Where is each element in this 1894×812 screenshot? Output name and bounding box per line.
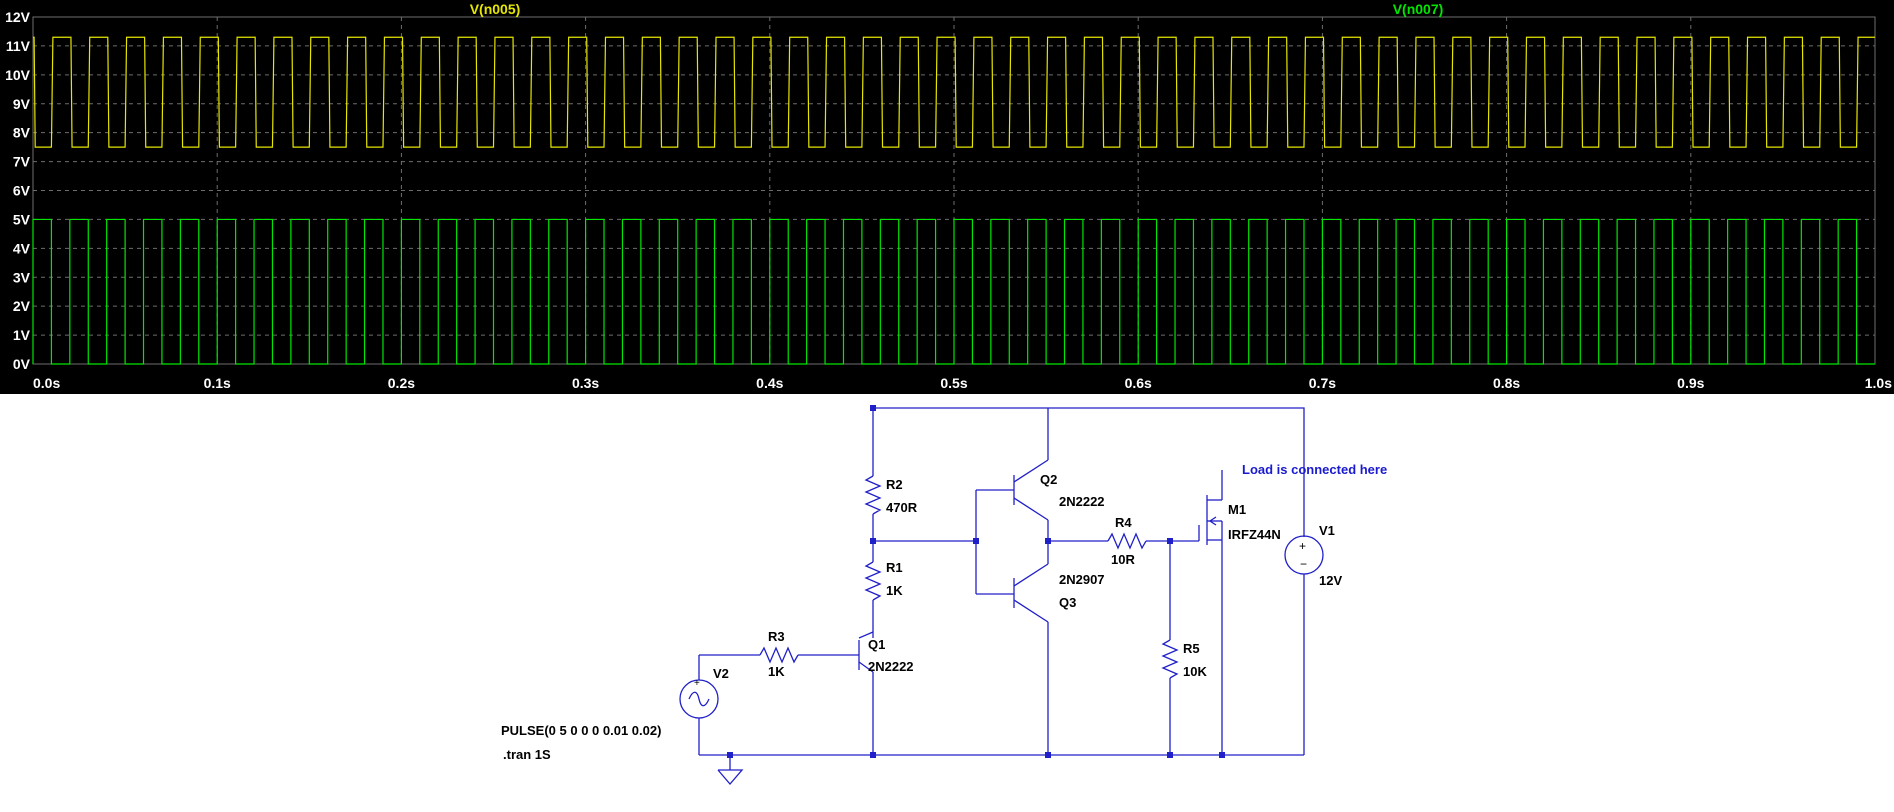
label-r1-name: R1 bbox=[886, 560, 903, 575]
label-r1-value: 1K bbox=[886, 583, 903, 598]
y-tick-label: 9V bbox=[13, 96, 31, 112]
x-tick-label: 0.1s bbox=[204, 375, 231, 391]
trace-label-v-n007[interactable]: V(n007) bbox=[1393, 1, 1444, 17]
label-v1-value: 12V bbox=[1319, 573, 1342, 588]
y-tick-label: 1V bbox=[13, 327, 31, 343]
y-tick-label: 8V bbox=[13, 125, 31, 141]
x-tick-label: 0.5s bbox=[940, 375, 967, 391]
resistor-r5 bbox=[1161, 639, 1179, 679]
label-r5-value: 10K bbox=[1183, 664, 1207, 679]
resistor-r4 bbox=[1107, 532, 1147, 550]
label-r4-name: R4 bbox=[1115, 515, 1132, 530]
y-tick-label: 0V bbox=[13, 356, 31, 372]
y-tick-label: 4V bbox=[13, 240, 31, 256]
y-tick-label: 10V bbox=[5, 67, 31, 83]
trace-v-n007 bbox=[32, 218, 1875, 365]
axis-labels: 0V 1V 2V 3V 4V 5V 6V 7V 8V 9V 10V 11V 12V 0.0s 0.1s 0.2… bbox=[5, 9, 1892, 391]
x-tick-label: 0.2s bbox=[388, 375, 415, 391]
y-tick-label: 6V bbox=[13, 183, 31, 199]
waveform-plot[interactable]: 0V 1V 2V 3V 4V 5V 6V 7V 8V 9V 10V 11V 12V 0.0s 0.1s 0.2… bbox=[0, 0, 1894, 394]
waveform-panel[interactable]: 0V 1V 2V 3V 4V 5V 6V 7V 8V 9V 10V 11V 12V 0.0s 0.1s 0.2… bbox=[0, 0, 1894, 394]
schematic-editor[interactable]: + + − R2 470R R1 1K R3 1K Q1 2N2222 V2 Q… bbox=[0, 394, 1894, 807]
x-tick-label: 1.0s bbox=[1865, 375, 1892, 391]
svg-text:+: + bbox=[694, 678, 700, 689]
label-m1-model: IRFZ44N bbox=[1228, 527, 1281, 542]
y-tick-label: 7V bbox=[13, 154, 31, 170]
x-tick-label: 0.3s bbox=[572, 375, 599, 391]
label-v2-name: V2 bbox=[713, 666, 729, 681]
x-tick-label: 0.4s bbox=[756, 375, 783, 391]
label-r5-name: R5 bbox=[1183, 641, 1200, 656]
junction-nodes bbox=[727, 405, 1225, 758]
x-tick-label: 0.0s bbox=[33, 375, 60, 391]
wire-top-rail bbox=[873, 407, 1305, 536]
y-tick-label: 11V bbox=[6, 38, 31, 54]
y-tick-label: 3V bbox=[13, 269, 31, 285]
resistor-r1 bbox=[864, 561, 882, 601]
label-q3-model: 2N2907 bbox=[1059, 572, 1105, 587]
x-tick-label: 0.7s bbox=[1309, 375, 1336, 391]
plot-background bbox=[0, 0, 1894, 394]
y-tick-label: 2V bbox=[13, 298, 31, 314]
y-tick-label: 5V bbox=[13, 211, 31, 227]
wires bbox=[679, 407, 1324, 785]
label-r3-value: 1K bbox=[768, 664, 785, 679]
label-r2-value: 470R bbox=[886, 500, 918, 515]
trace-layer bbox=[32, 36, 1875, 365]
label-r4-value: 10R bbox=[1111, 552, 1135, 567]
label-q2-name: Q2 bbox=[1040, 472, 1057, 487]
trace-v-n005 bbox=[33, 36, 1875, 148]
resistor-r3 bbox=[759, 646, 799, 664]
label-r2-name: R2 bbox=[886, 477, 903, 492]
resistor-r2 bbox=[864, 475, 882, 515]
label-m1-name: M1 bbox=[1228, 502, 1246, 517]
x-tick-label: 0.6s bbox=[1125, 375, 1152, 391]
load-note[interactable]: Load is connected here bbox=[1242, 462, 1387, 477]
label-r3-name: R3 bbox=[768, 629, 785, 644]
label-q1-model: 2N2222 bbox=[868, 659, 914, 674]
trace-label-v-n005[interactable]: V(n005) bbox=[470, 1, 521, 17]
label-q2-model: 2N2222 bbox=[1059, 494, 1105, 509]
x-tick-label: 0.8s bbox=[1493, 375, 1520, 391]
schematic-canvas[interactable]: + + − R2 470R R1 1K R3 1K Q1 2N2222 V2 Q… bbox=[0, 394, 1894, 807]
svg-text:+: + bbox=[1299, 539, 1306, 553]
label-q3-name: Q3 bbox=[1059, 595, 1076, 610]
label-q1-name: Q1 bbox=[868, 637, 885, 652]
tran-directive[interactable]: .tran 1S bbox=[503, 747, 551, 762]
ground-symbol bbox=[717, 769, 744, 785]
y-tick-label: 12V bbox=[5, 9, 31, 25]
svg-text:−: − bbox=[1300, 557, 1307, 571]
x-tick-label: 0.9s bbox=[1677, 375, 1704, 391]
pulse-directive[interactable]: PULSE(0 5 0 0 0 0.01 0.02) bbox=[501, 723, 661, 738]
label-v1-name: V1 bbox=[1319, 523, 1335, 538]
